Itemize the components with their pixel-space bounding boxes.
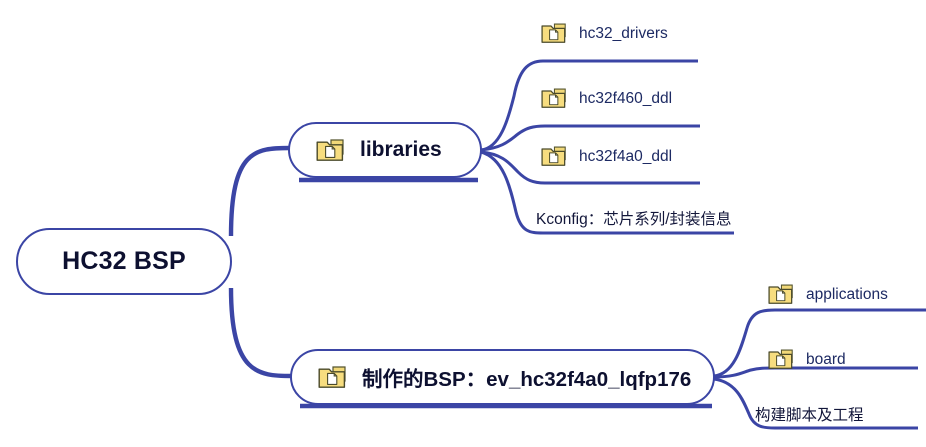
leaf-board[interactable]: board (768, 348, 846, 371)
leaf-label: applications (806, 285, 888, 303)
edge-bsp-to-applications (713, 308, 926, 378)
folder-icon (541, 87, 567, 110)
leaf-hc32f4a0-ddl[interactable]: hc32f4a0_ddl (541, 145, 672, 168)
leaf-label: 构建脚本及工程 (755, 407, 864, 424)
folder-icon (768, 283, 794, 306)
leaf-build-scripts[interactable]: 构建脚本及工程 (755, 403, 864, 425)
node-root-hc32-bsp[interactable]: HC32 BSP (16, 228, 232, 295)
node-bsp[interactable]: 制作的BSP：ev_hc32f4a0_lqfp176 (290, 349, 715, 405)
leaf-label: hc32f460_ddl (579, 89, 673, 107)
folder-icon (768, 348, 794, 371)
edge-root-to-bsp (228, 287, 293, 379)
leaf-hc32f460-ddl[interactable]: hc32f460_ddl (541, 87, 672, 110)
node-root-label: HC32 BSP (62, 247, 186, 275)
node-bsp-label: 制作的BSP：ev_hc32f4a0_lqfp176 (362, 368, 692, 391)
folder-icon (318, 365, 347, 390)
leaf-hc32-drivers[interactable]: hc32_drivers (541, 22, 668, 45)
edge-libraries-to-hc32-drivers (480, 59, 698, 152)
leaf-kconfig[interactable]: Kconfig：芯片系列/封装信息 (536, 207, 732, 229)
leaf-label: hc32f4a0_ddl (579, 147, 673, 165)
folder-icon (316, 138, 345, 163)
edge-bsp-to-build (713, 377, 918, 430)
edge-root-to-libraries (228, 145, 291, 237)
folder-icon (541, 145, 567, 168)
leaf-label: Kconfig：芯片系列/封装信息 (536, 211, 732, 228)
node-libraries[interactable]: libraries (288, 122, 482, 178)
edge-libraries-to-hc32f4a0-ddl (480, 150, 700, 185)
edge-libraries-to-hc32f460-ddl (480, 124, 700, 152)
folder-icon (541, 22, 567, 45)
leaf-label: board (806, 350, 846, 368)
leaf-applications[interactable]: applications (768, 283, 888, 306)
edge-libraries-to-kconfig (480, 150, 734, 235)
node-libraries-label: libraries (360, 138, 442, 161)
leaf-label: hc32_drivers (579, 24, 668, 42)
